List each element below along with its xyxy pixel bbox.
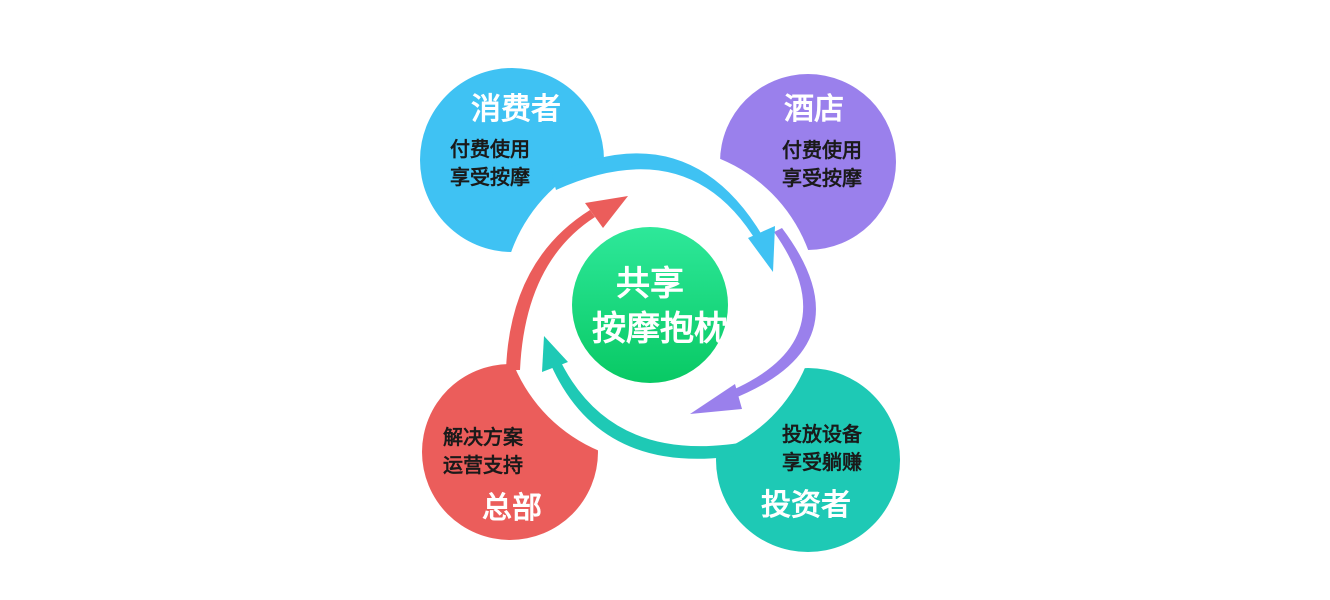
investor-line1: 投放设备 (782, 422, 863, 446)
hotel-line2: 享受按摩 (782, 166, 862, 190)
consumer-line1: 付费使用 (450, 137, 530, 161)
consumer-title: 消费者 (471, 92, 561, 127)
hq-line2: 运营支持 (443, 453, 523, 477)
center-circle (572, 227, 728, 383)
hq-title: 总部 (482, 491, 542, 526)
arrowhead-hq-to-consumer (585, 196, 628, 228)
arrow-investor-to-hq (548, 354, 758, 459)
hq-line1: 解决方案 (443, 425, 524, 449)
arrow-hotel-to-investor (728, 228, 816, 400)
arrow-consumer-to-hotel (552, 153, 765, 244)
hotel-line1: 付费使用 (782, 138, 862, 162)
center-title-line2: 按摩抱枕 (592, 309, 728, 349)
hotel-title: 酒店 (784, 92, 844, 127)
center-title-line1: 共享 (616, 264, 684, 304)
investor-line2: 享受躺赚 (782, 450, 862, 474)
arrow-hq-to-consumer (506, 210, 595, 370)
arrowhead-hotel-to-investor (690, 384, 742, 414)
arrowhead-investor-to-hq (542, 336, 568, 372)
arrowhead-consumer-to-hotel (748, 226, 775, 272)
investor-title: 投资者 (761, 488, 851, 523)
consumer-line2: 享受按摩 (450, 165, 530, 189)
